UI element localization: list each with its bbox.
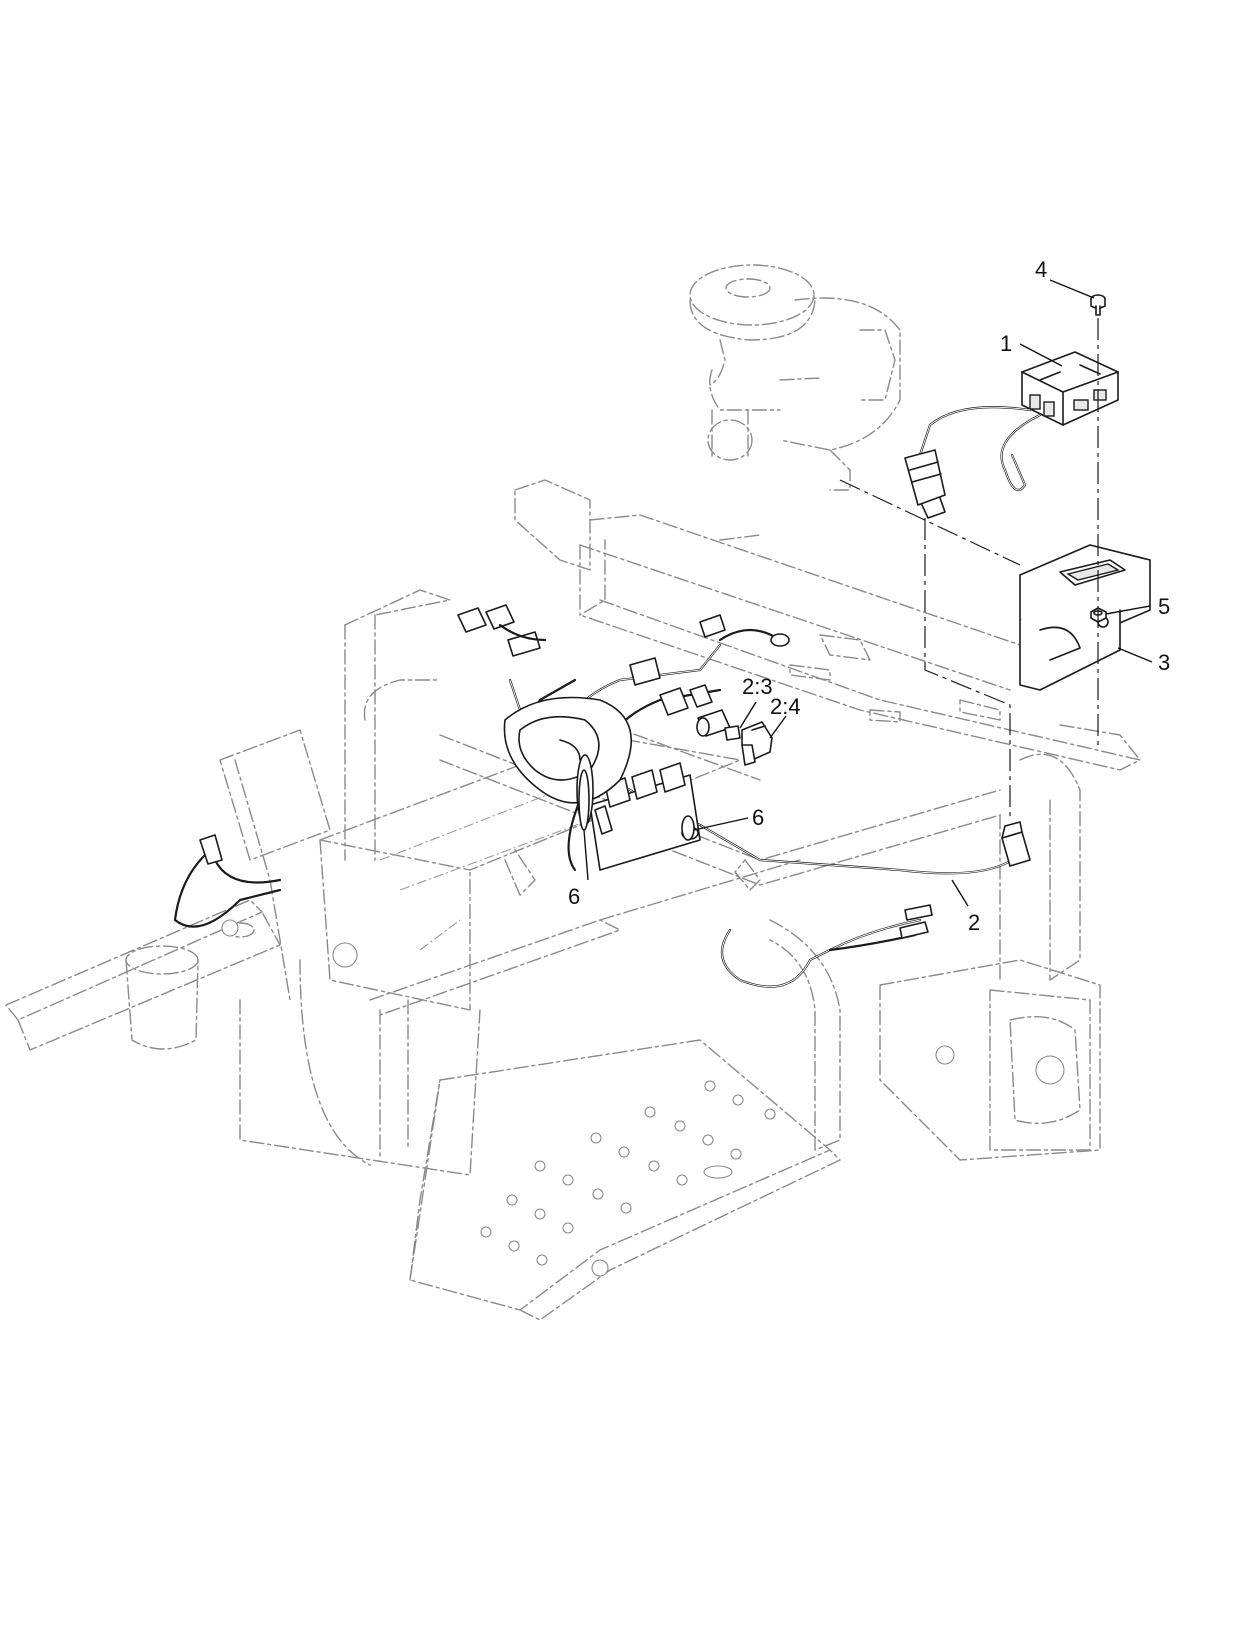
wire-harness[interactable]: [173, 604, 1031, 988]
callout-6-loom[interactable]: 6: [568, 884, 580, 909]
step-holes: [480, 1080, 776, 1277]
callout-3[interactable]: 3: [1158, 650, 1170, 675]
callout-5[interactable]: 5: [1158, 594, 1170, 619]
callout-4[interactable]: 4: [1035, 257, 1047, 282]
harness-connector-2-3[interactable]: [696, 709, 741, 741]
assembly-phantom-lines: [839, 318, 1099, 820]
mounting-bracket[interactable]: [1019, 544, 1151, 691]
harness-connector-2-4[interactable]: [741, 721, 773, 766]
callout-2[interactable]: 2: [968, 910, 980, 935]
screw[interactable]: [1090, 294, 1106, 316]
cable-tie-b[interactable]: [578, 769, 590, 831]
module-cable[interactable]: [904, 406, 1042, 519]
callout-2-3[interactable]: 2:3: [742, 674, 773, 699]
callout-2-4[interactable]: 2:4: [770, 694, 801, 719]
callout-1[interactable]: 1: [1000, 331, 1012, 356]
ghost-engine: [689, 264, 901, 491]
callout-6-relay[interactable]: 6: [752, 805, 764, 830]
ghost-frame: [5, 479, 1141, 1321]
control-module[interactable]: [1021, 351, 1119, 426]
cable-tie-a[interactable]: [681, 815, 695, 841]
leader-lines: [583, 279, 1153, 907]
callouts: 1 2 2:3 2:4 3 4 5 6 6: [568, 257, 1170, 935]
